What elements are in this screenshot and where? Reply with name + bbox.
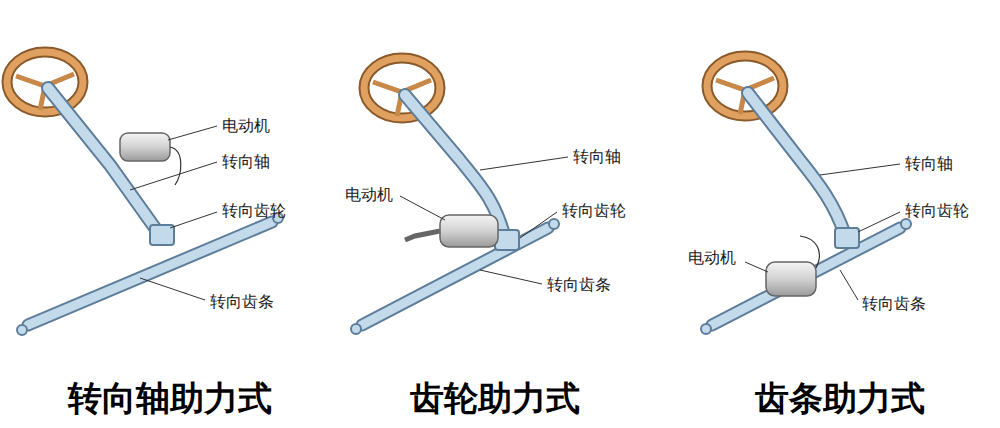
part-label: 转向轴: [222, 152, 270, 171]
part-label: 转向轴: [905, 154, 953, 173]
part-label: 转向轴: [573, 147, 621, 166]
part-label: 转向齿条: [862, 294, 926, 313]
part-label: 电动机: [345, 185, 393, 204]
panel-one: [7, 52, 283, 335]
panel-three: [701, 56, 911, 334]
type-title: 齿轮助力式: [410, 378, 580, 419]
part-label: 转向齿条: [547, 275, 611, 294]
part-label: 电动机: [222, 116, 270, 135]
type-title: 齿条助力式: [755, 378, 925, 419]
type-title: 转向轴助力式: [68, 378, 272, 419]
part-label: 转向齿轮: [905, 201, 969, 220]
part-label: 电动机: [688, 248, 736, 267]
part-label: 转向齿轮: [222, 201, 286, 220]
part-label: 转向齿轮: [562, 201, 626, 220]
part-label: 转向齿条: [210, 292, 274, 311]
